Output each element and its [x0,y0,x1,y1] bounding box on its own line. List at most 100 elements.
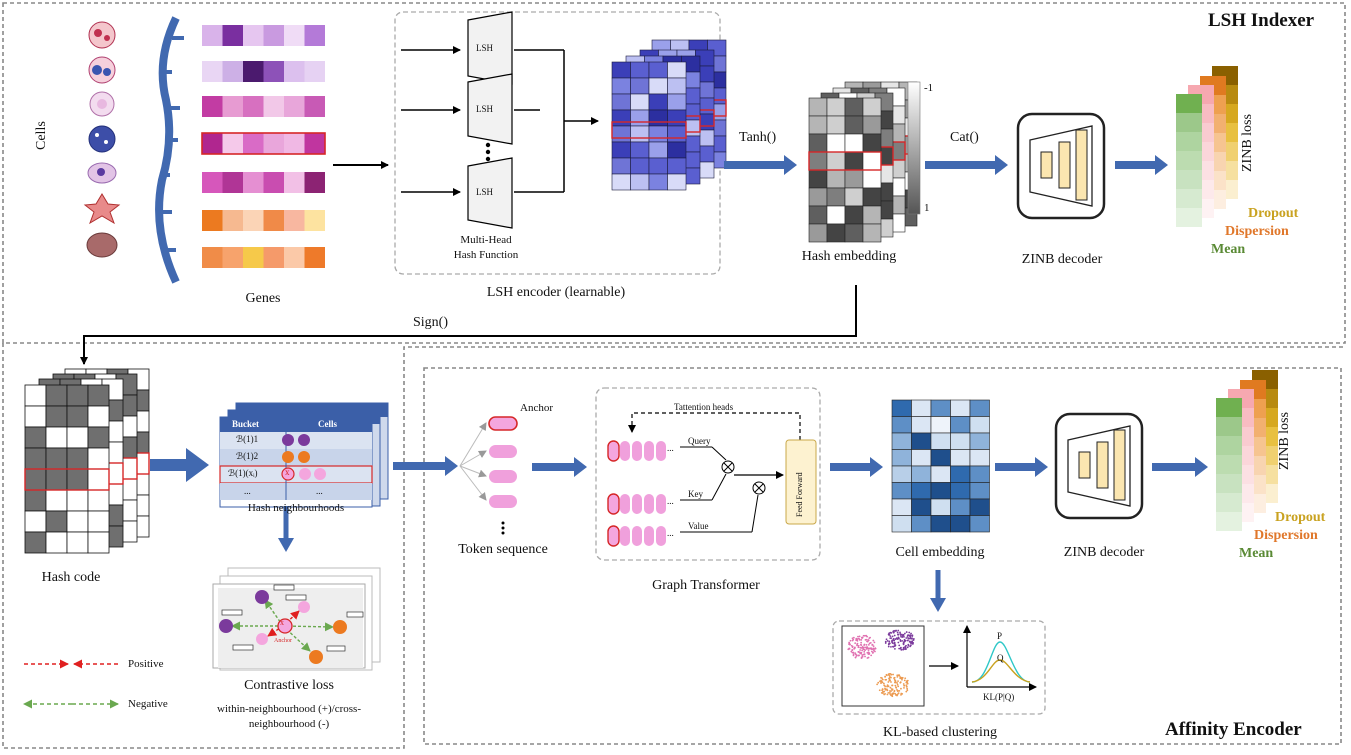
embedding-cell [969,449,990,467]
scatter-point [891,645,894,648]
hash-code-stack [24,368,150,554]
embedding-cell [911,416,932,434]
scatter-point [896,693,898,696]
blue-cell [611,93,631,111]
hashcode-highlight-row [24,468,110,491]
hashcode-cell [24,405,47,428]
dispersion-label-top: Dispersion [1225,224,1289,239]
scatter-point [885,638,888,641]
zinb-output-cell [1176,132,1202,151]
scatter-point [902,648,904,651]
scatter-point [896,674,899,677]
expr-cell [263,61,284,82]
scatter-point [868,647,871,650]
expr-cell [243,247,264,268]
blue-cell [611,77,631,95]
expr-cell [284,133,305,154]
scatter-point [879,680,881,683]
qkv-token [632,441,642,461]
blue-cell [630,141,650,159]
hashcode-cell [45,447,68,470]
embedding-cell [950,399,971,417]
lsh-block-label-3: LSH [476,187,494,197]
scatter-point [906,681,908,683]
qkv-token [656,441,666,461]
scatter-point [864,638,867,641]
blue-cell [630,61,650,79]
scatter-point [896,683,899,686]
grey-cell [826,223,846,243]
scatter-point [892,673,894,676]
mean-label-bottom: Mean [1239,546,1274,561]
grey-cell [862,151,882,171]
scatter-point [907,639,909,642]
cell-embedding-grid [891,399,990,533]
table-row-3: ℬ(1)(xᵢ) [228,468,258,478]
scatter-point [888,675,891,677]
hashcode-cell [45,510,68,533]
lsh-indexer-title: LSH Indexer [1208,10,1315,31]
grey-cell [844,169,864,189]
scatter-point [905,631,908,633]
scatter-point [889,635,892,638]
hashcode-cell [66,405,89,428]
grey-cell [808,133,828,153]
hashcode-cell [66,384,89,407]
hashcode-cell [66,531,89,554]
scatter-point [891,688,894,691]
scatter-point [849,639,852,642]
scatter-point [896,682,899,684]
expr-cell [222,210,243,231]
scatter-point [887,681,890,683]
embedding-cell [911,515,932,533]
scatter-point [893,690,896,693]
grey-cell [862,97,882,117]
anchor-token [488,416,518,431]
scatter-point [873,641,876,644]
blue-cell [648,93,668,111]
scatter-point [900,687,902,690]
scatter-point [861,654,864,656]
scatter-point [891,639,894,642]
scatter-point [886,693,889,696]
lsh-merge-lines [514,49,599,193]
contrastive-panel [212,567,381,671]
scatter-point [891,635,894,638]
grey-cell [808,97,828,117]
hashcode-cell [45,531,68,554]
table-to-token-links [393,422,487,501]
qkv-anchor-token [607,525,620,547]
scatter-point [906,646,909,649]
blue-cell [630,173,650,191]
feed-forward-label: Feed Forward [795,472,804,517]
scatter-point [887,685,890,688]
hashcode-cell [66,468,89,491]
hash-embedding-label: Hash embedding [801,249,897,264]
scatter-point [887,691,890,694]
zinb-output-cell [1216,455,1242,474]
blue-cell [648,77,668,95]
affinity-encoder-frame [423,367,1342,745]
grey-cell [862,133,882,153]
grey-cell [844,151,864,171]
attention-heads-label: Tattention heads [674,402,734,412]
zinb-decoder-top [1016,112,1106,220]
cat-arrow [925,155,1008,175]
scatter-point [855,637,858,640]
mean-label-top: Mean [1211,242,1246,257]
scatter-point [858,638,861,640]
scatter-point [899,640,902,643]
qkv-token [620,494,630,514]
lsh-input-arrows [401,46,461,196]
scatter-point [892,692,895,695]
graph-transformer-box [595,387,821,561]
embedding-cell [969,432,990,450]
hashcode-cell [45,384,68,407]
scatter-point [862,634,865,637]
scatter-point [888,633,891,636]
expr-cell [284,247,305,268]
zinb-loss-label-bottom: ZINB loss [1277,412,1292,470]
scatter-point [883,690,886,693]
grey-cell [826,97,846,117]
